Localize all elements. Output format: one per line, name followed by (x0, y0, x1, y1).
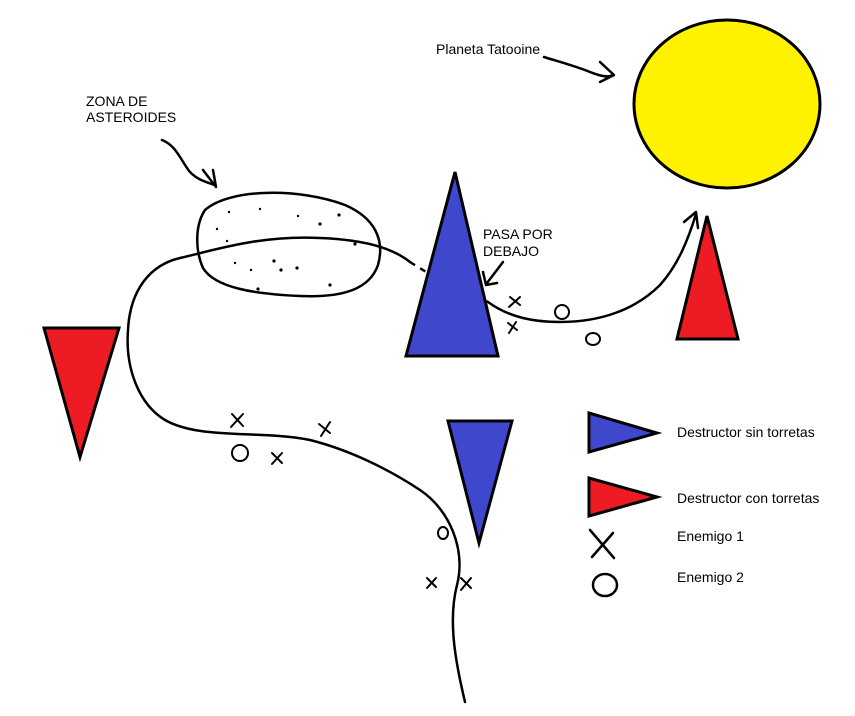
route-path-to-planet (486, 212, 698, 324)
route-arrowhead (682, 210, 700, 230)
planet-label: Planeta Tatooine (436, 41, 541, 57)
pass-under-label-line1: PASA POR (483, 226, 553, 242)
legend-symbols (587, 410, 663, 598)
legend-blue-triangle-icon (587, 410, 663, 454)
enemies-type-1 (230, 296, 521, 591)
asteroid-label-arrowhead (201, 168, 218, 189)
pass-under-label-line2: DEBAJO (483, 243, 540, 259)
legend-ring-icon (591, 572, 619, 598)
asteroid-dots (215, 207, 357, 291)
asteroid-zone-label-line2: ASTEROIDES (86, 109, 177, 125)
asteroid-zone (196, 191, 382, 298)
destroyer-blue-small (446, 419, 514, 549)
planet-label-arrowhead (598, 60, 616, 84)
pass-under-arrow (485, 260, 505, 285)
destroyer-red-left (42, 326, 122, 463)
asteroid-label-arrow (160, 138, 217, 187)
enemies-type-2 (231, 304, 601, 540)
legend-red-triangle-icon (587, 476, 663, 518)
planet-label-arrow (542, 55, 615, 78)
route-path (126, 236, 467, 704)
pass-under-arrowhead (481, 270, 499, 287)
destroyer-red-right (675, 215, 740, 341)
asteroid-zone-label-line1: ZONA DE (86, 93, 148, 109)
destroyer-blue-large (404, 171, 500, 358)
planet-tatooine (632, 18, 822, 190)
legend-label-enemy-2: Enemigo 2 (677, 569, 744, 585)
legend-label-blue-destroyer: Destructor sin torretas (677, 424, 815, 440)
legend-label-enemy-1: Enemigo 1 (677, 528, 744, 544)
legend-x-icon (588, 528, 616, 560)
legend-label-red-destroyer: Destructor con torretas (677, 490, 820, 506)
